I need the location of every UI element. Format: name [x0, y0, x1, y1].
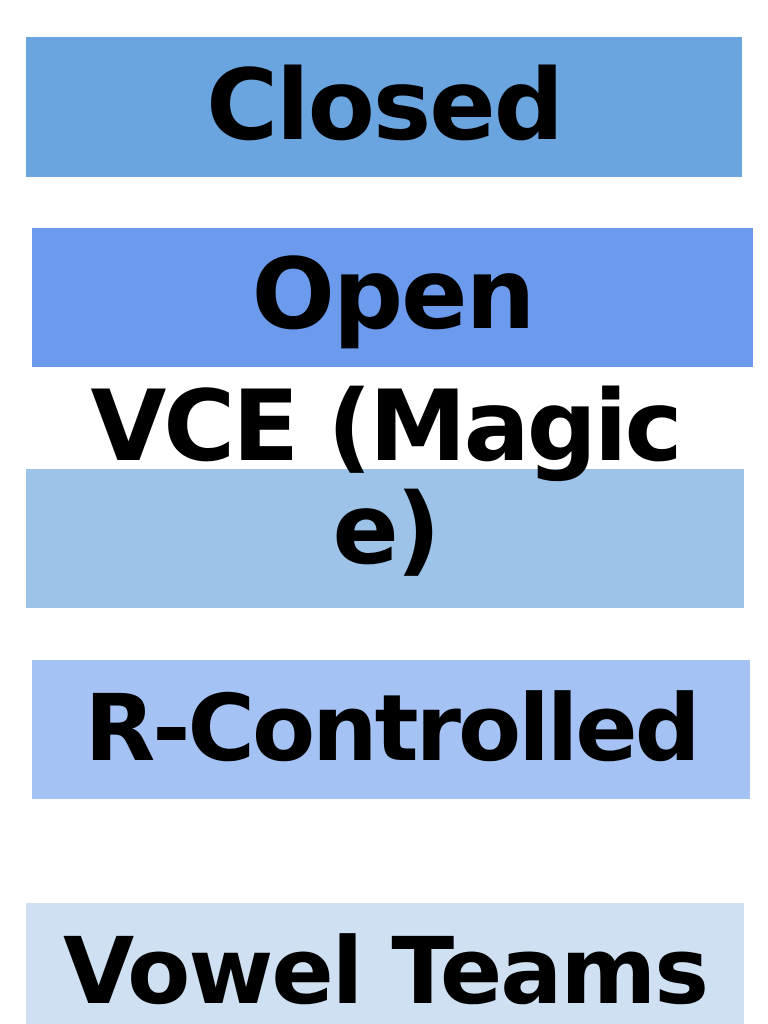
- band-vce-fill: [26, 469, 744, 608]
- band-closed-label: Closed: [206, 49, 564, 163]
- band-open[interactable]: Open: [32, 228, 753, 367]
- band-closed[interactable]: Closed: [26, 37, 742, 177]
- band-open-label: Open: [251, 238, 536, 352]
- band-vowel-teams-label: Vowel Teams: [63, 918, 709, 1024]
- band-vowel-teams-fill: [26, 903, 744, 1024]
- band-vce[interactable]: VCE (Magic e): [26, 376, 744, 608]
- band-r-controlled[interactable]: R-Controlled: [32, 660, 750, 799]
- band-vowel-teams[interactable]: Vowel Teams: [26, 903, 744, 1024]
- band-r-controlled-fill: [32, 660, 750, 799]
- band-vce-label: VCE (Magic e): [90, 370, 682, 587]
- band-r-controlled-label: R-Controlled: [84, 675, 700, 782]
- band-closed-fill: [26, 37, 742, 177]
- band-open-fill: [32, 228, 753, 367]
